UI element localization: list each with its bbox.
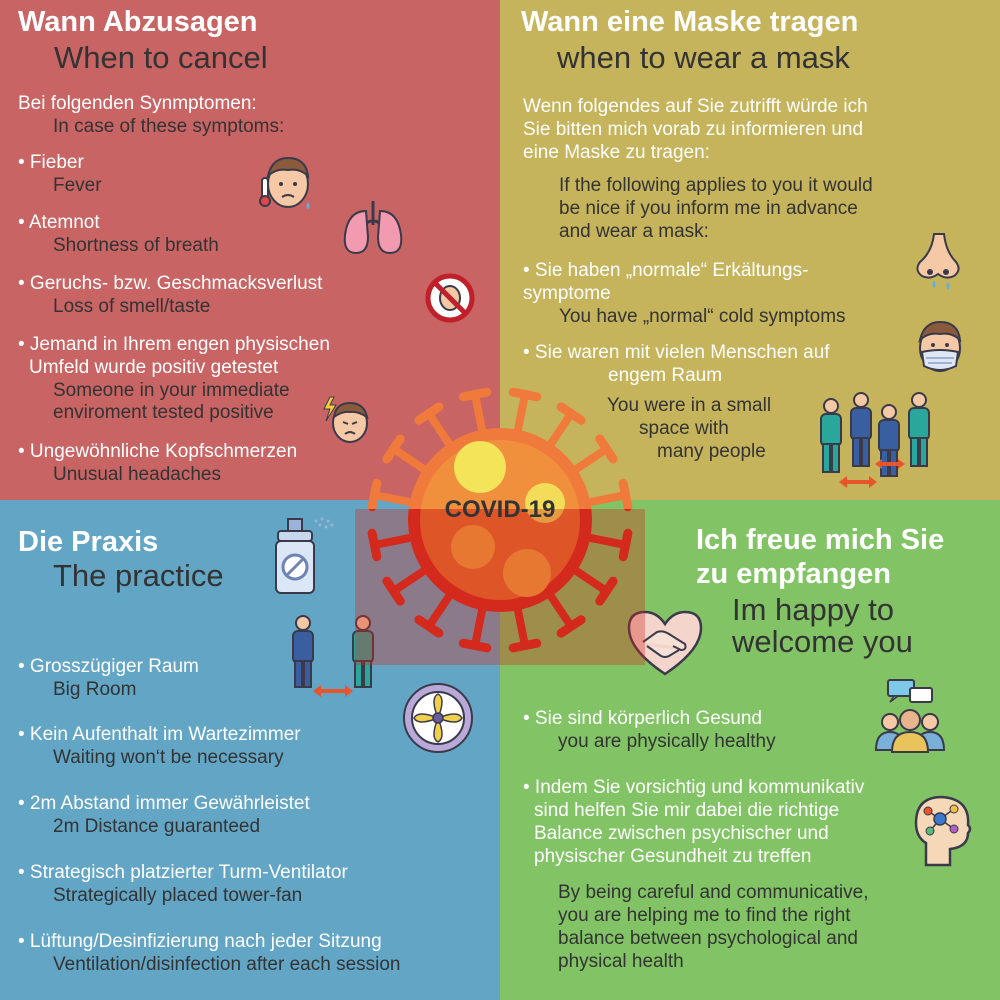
virus-spike-cap [556,402,586,425]
mask-title-en: when to wear a mask [557,40,850,75]
communication-icon [874,679,946,753]
crowd-icon [820,392,930,488]
practice-title-de: Die Praxis [18,526,159,558]
headache-icon [323,396,369,443]
cancel-intro-en: In case of these symptoms: [53,116,285,137]
virus-spike-cap [414,615,444,638]
sick-face-icon [259,156,310,209]
welcome-title-en: Im happy to [732,592,894,627]
virus-spike-cap [382,434,405,464]
virus-spike-cap [595,434,618,464]
virus-spike-cap [367,528,382,562]
mind-icon [914,795,972,867]
cancel-quadrant: Wann Abzusagen When to cancel Bei folgen… [0,0,500,500]
virus-spike-cap [508,387,542,402]
handshake-heart-icon [627,610,703,676]
virus-spike-cap [414,402,444,425]
cancel-title-en: When to cancel [54,40,268,75]
lungs-icon [343,201,403,255]
practice-title-en: The practice [53,558,224,593]
fan-icon [403,683,473,753]
distance-people-icon [292,615,374,697]
mask-quadrant: Wann eine Maske tragen when to wear a ma… [500,0,1000,500]
mask-title-de: Wann eine Maske tragen [521,6,859,38]
virus-icon: COVID-19 [355,387,645,665]
virus-spike-cap [458,387,492,402]
virus-spike-cap [595,576,618,606]
cancel-title-de: Wann Abzusagen [18,6,258,38]
cancel-intro-de: Bei folgenden Synmptomen: [18,93,257,114]
virus-label: COVID-19 [445,496,556,523]
virus-spike-cap [367,478,382,509]
virus-spike-cap [618,528,633,562]
runny-nose-icon [916,233,960,290]
virus-spike-cap [556,615,586,638]
virus-spike-cap [458,638,492,653]
welcome-title-de: Ich freue mich Sie [696,524,945,556]
disinfectant-spray-icon [275,517,334,594]
virus-spike-cap [508,638,542,653]
mask-intro-de: Wenn folgendes auf Sie zutrifft würde ic… [523,96,868,117]
mask-intro-en: If the following applies to you it would [559,175,873,196]
welcome-quadrant: Ich freue mich Sie zu empfangen Im happy… [500,500,1000,1000]
virus-spike-cap [618,478,633,509]
virus-spike-cap [382,576,405,606]
mask-face-icon [918,320,962,372]
practice-quadrant: Die Praxis The practice • Grosszügiger R… [0,500,500,1000]
no-smell-icon [425,273,475,323]
